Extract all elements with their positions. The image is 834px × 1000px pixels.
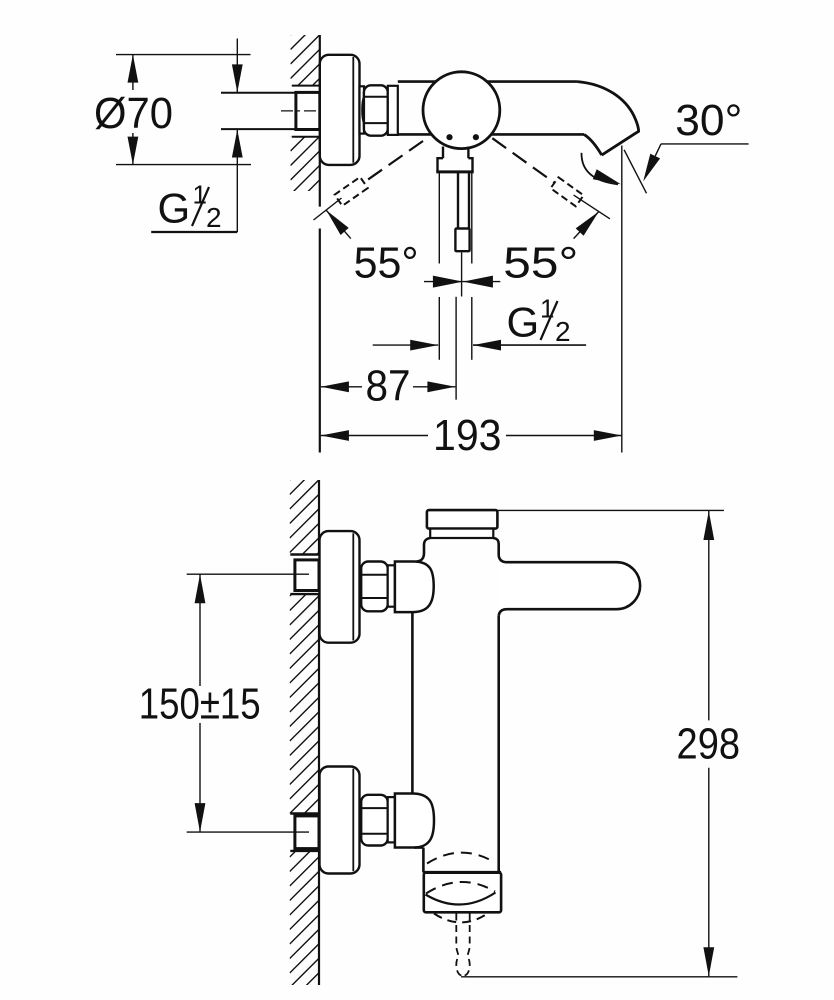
- svg-text:87: 87: [366, 362, 411, 411]
- svg-text:30°: 30°: [675, 96, 742, 145]
- svg-text:55°: 55°: [354, 239, 419, 288]
- svg-text:2: 2: [555, 316, 571, 347]
- svg-text:193: 193: [433, 411, 502, 460]
- svg-text:298: 298: [677, 720, 741, 769]
- svg-text:Ø70: Ø70: [94, 89, 173, 138]
- svg-text:G: G: [158, 185, 191, 232]
- svg-text:150±15: 150±15: [139, 680, 261, 729]
- svg-text:1: 1: [540, 294, 554, 324]
- svg-text:G: G: [507, 299, 540, 346]
- svg-text:2: 2: [206, 202, 222, 233]
- svg-text:55°: 55°: [503, 239, 578, 288]
